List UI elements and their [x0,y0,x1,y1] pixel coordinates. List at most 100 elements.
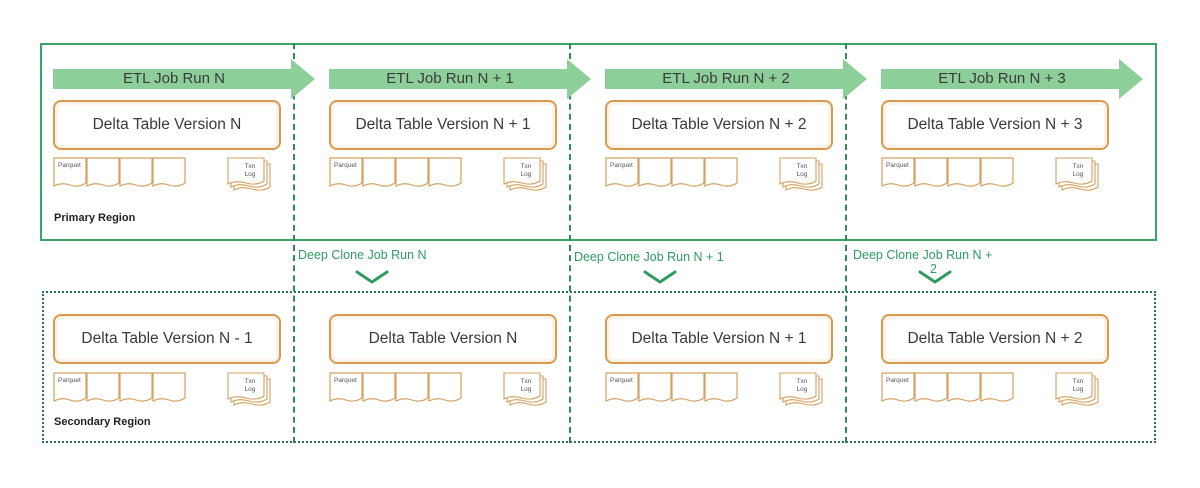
delta-table-label: Delta Table Version N + 2 [907,330,1083,347]
txn-log-label: Txn Log [520,163,532,178]
parquet-file-icon [638,157,673,189]
delta-table-label: Delta Table Version N + 3 [907,116,1083,133]
parquet-file-icon [362,372,397,404]
txn-log-icon: Txn Log [503,157,555,191]
parquet-file-icon [86,157,121,189]
txn-log-label: Txn Log [244,163,256,178]
parquet-label: Parquet [58,162,81,169]
secondary-region-label: Secondary Region [54,416,151,428]
txn-log-icon: Txn Log [779,157,831,191]
parquet-file-icon: Parquet [881,157,916,189]
txn-log-icon: Txn Log [1055,372,1107,406]
delta-table-label: Delta Table Version N - 1 [81,330,253,347]
parquet-files: Parquet [881,372,1049,404]
parquet-file-icon [704,372,739,404]
txn-log-icon: Txn Log [1055,157,1107,191]
parquet-files: Parquet [329,157,497,189]
parquet-file-icon: Parquet [329,372,364,404]
delta-table-box: Delta Table Version N + 3 [881,100,1109,150]
parquet-file-icon [671,157,706,189]
parquet-label: Parquet [334,377,357,384]
parquet-file-icon [980,372,1015,404]
txn-log-label: Txn Log [1072,378,1084,393]
parquet-label: Parquet [886,377,909,384]
parquet-file-icon [428,372,463,404]
deep-clone-label: Deep Clone Job Run N [298,248,427,262]
column-divider [293,43,295,443]
parquet-label: Parquet [334,162,357,169]
delta-table-label: Delta Table Version N + 1 [631,330,807,347]
parquet-file-icon [119,372,154,404]
txn-log-label: Txn Log [796,163,808,178]
parquet-file-icon [980,157,1015,189]
parquet-file-icon: Parquet [53,157,88,189]
deep-clone-label: Deep Clone Job Run N + 1 [574,250,724,264]
primary-region-label: Primary Region [54,212,136,224]
delta-table-box: Delta Table Version N + 1 [329,100,557,150]
parquet-file-icon: Parquet [605,372,640,404]
parquet-file-icon [395,372,430,404]
etl-run-label: ETL Job Run N [123,70,225,87]
delta-table-box: Delta Table Version N [329,314,557,364]
parquet-label: Parquet [610,377,633,384]
etl-run-label: ETL Job Run N + 2 [662,70,790,87]
delta-table-box: Delta Table Version N + 1 [605,314,833,364]
parquet-files: Parquet [881,157,1049,189]
delta-table-label: Delta Table Version N + 1 [355,116,531,133]
parquet-file-icon [638,372,673,404]
etl-run-label: ETL Job Run N + 3 [938,70,1066,87]
delta-table-box: Delta Table Version N + 2 [605,100,833,150]
delta-table-box: Delta Table Version N [53,100,281,150]
chevron-down-icon [918,270,952,284]
txn-log-icon: Txn Log [227,372,279,406]
secondary-region-box [42,291,1156,443]
txn-log-icon: Txn Log [779,372,831,406]
txn-log-label: Txn Log [520,378,532,393]
chevron-down-icon [643,270,677,284]
delta-table-box: Delta Table Version N + 2 [881,314,1109,364]
parquet-label: Parquet [610,162,633,169]
delta-table-box: Delta Table Version N - 1 [53,314,281,364]
txn-log-label: Txn Log [244,378,256,393]
parquet-file-icon [152,372,187,404]
parquet-file-icon [947,157,982,189]
delta-table-label: Delta Table Version N [368,330,518,347]
chevron-down-icon [355,270,389,284]
parquet-label: Parquet [886,162,909,169]
parquet-file-icon: Parquet [881,372,916,404]
parquet-files: Parquet [53,157,221,189]
parquet-file-icon [362,157,397,189]
deep-clone-label: Deep Clone Job Run N + [853,248,993,262]
primary-region-box [40,43,1157,241]
parquet-file-icon [152,157,187,189]
parquet-file-icon [947,372,982,404]
parquet-files: Parquet [605,372,773,404]
parquet-files: Parquet [53,372,221,404]
parquet-label: Parquet [58,377,81,384]
parquet-file-icon [428,157,463,189]
parquet-file-icon: Parquet [329,157,364,189]
parquet-file-icon [914,157,949,189]
parquet-file-icon [395,157,430,189]
parquet-files: Parquet [329,372,497,404]
etl-run-arrow: ETL Job Run N + 3 [881,57,1143,101]
etl-run-arrow: ETL Job Run N + 2 [605,57,867,101]
txn-log-icon: Txn Log [503,372,555,406]
parquet-file-icon: Parquet [605,157,640,189]
deep-clone-label-cont: 2 [930,262,937,276]
parquet-file-icon [119,157,154,189]
parquet-file-icon: Parquet [53,372,88,404]
parquet-file-icon [914,372,949,404]
txn-log-label: Txn Log [1072,163,1084,178]
parquet-file-icon [86,372,121,404]
parquet-file-icon [671,372,706,404]
delta-table-label: Delta Table Version N [92,116,242,133]
parquet-files: Parquet [605,157,773,189]
etl-run-arrow: ETL Job Run N + 1 [329,57,591,101]
txn-log-label: Txn Log [796,378,808,393]
etl-run-label: ETL Job Run N + 1 [386,70,514,87]
etl-run-arrow: ETL Job Run N [53,57,315,101]
delta-table-label: Delta Table Version N + 2 [631,116,807,133]
column-divider [845,43,847,443]
